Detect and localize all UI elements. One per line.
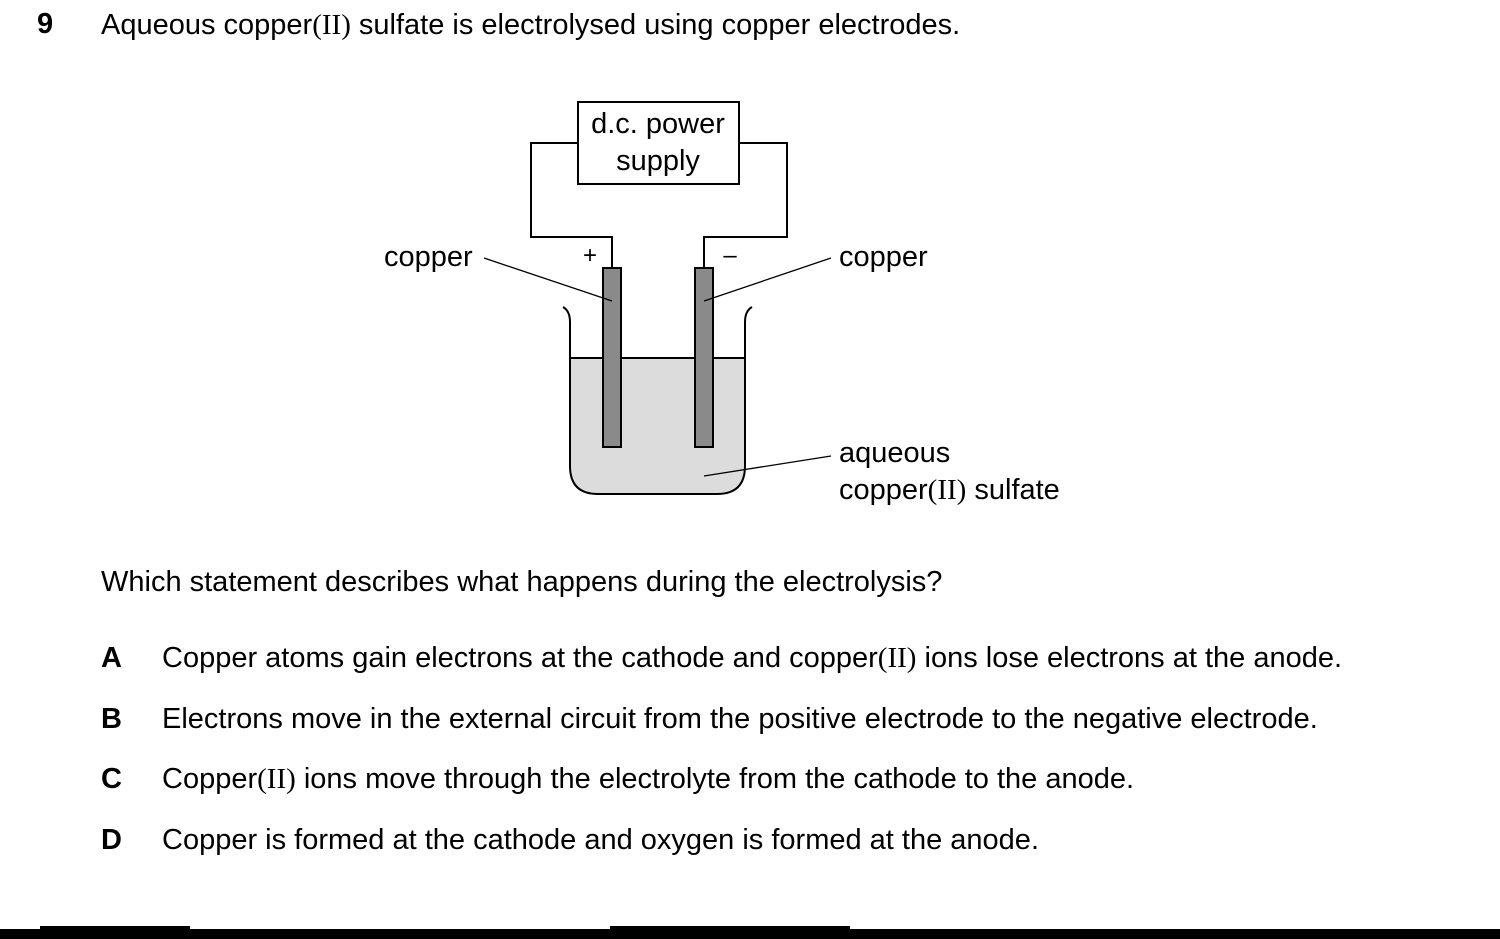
option-text-start: Copper is formed at the cathode and oxyg… (162, 824, 1039, 856)
option-letter: B (101, 703, 122, 735)
solution-label-line1: aqueous (839, 437, 950, 469)
solution-label-leader (703, 455, 832, 477)
option-text: Copper atoms gain electrons at the catho… (162, 642, 1342, 675)
question-prompt: Which statement describes what happens d… (101, 566, 943, 598)
right-electrode-label: copper (839, 241, 928, 273)
option-roman: (II) (257, 763, 296, 795)
question-number: 9 (37, 8, 54, 40)
right-wire (703, 142, 788, 268)
option-text: Copper is formed at the cathode and oxyg… (162, 824, 1039, 857)
negative-sign: – (723, 242, 737, 269)
option-text-start: Copper (162, 763, 258, 795)
left-wire (530, 142, 613, 268)
option-text-end: ions move through the electrolyte from t… (295, 763, 1135, 795)
footer-text-cut (610, 926, 850, 930)
left-electrode-label: copper (384, 241, 473, 273)
positive-sign: + (583, 242, 597, 269)
solution-label-word: copper (839, 474, 928, 506)
footer-text-cut (40, 926, 190, 930)
solution-label-line2: copper(II) sulfate (839, 474, 1060, 506)
page-footer-bar (0, 929, 1500, 939)
left-label-leader (483, 257, 613, 302)
electrolysis-diagram: d.c. power supply + – copper copper aque… (384, 101, 1060, 506)
option-roman: (II) (877, 642, 917, 674)
stem-text-start: Aqueous copper (101, 9, 313, 41)
option-text: Copper(II) ions move through the electro… (162, 763, 1134, 796)
positive-electrode (602, 267, 622, 448)
stem-text-end: sulfate is electrolysed using copper ele… (350, 9, 961, 41)
negative-electrode (694, 267, 714, 448)
power-supply-label-line1: d.c. power (591, 108, 725, 140)
option-text: Electrons move in the external circuit f… (162, 703, 1318, 736)
power-supply-label-line2: supply (616, 145, 700, 177)
option-letter: D (101, 824, 122, 856)
option-letter: C (101, 763, 122, 795)
question-stem: Aqueous copper(II) sulfate is electrolys… (101, 9, 960, 42)
solution-label-end: sulfate (966, 474, 1060, 506)
option-letter: A (101, 642, 122, 674)
option-text-end: ions lose electrons at the anode. (916, 642, 1343, 674)
option-text-start: Copper atoms gain electrons at the catho… (162, 642, 878, 674)
beaker (562, 306, 753, 495)
solution-label-roman: (II) (928, 474, 967, 506)
right-label-leader (703, 257, 832, 302)
option-text-start: Electrons move in the external circuit f… (162, 703, 1318, 735)
stem-roman-numeral: (II) (312, 9, 351, 41)
